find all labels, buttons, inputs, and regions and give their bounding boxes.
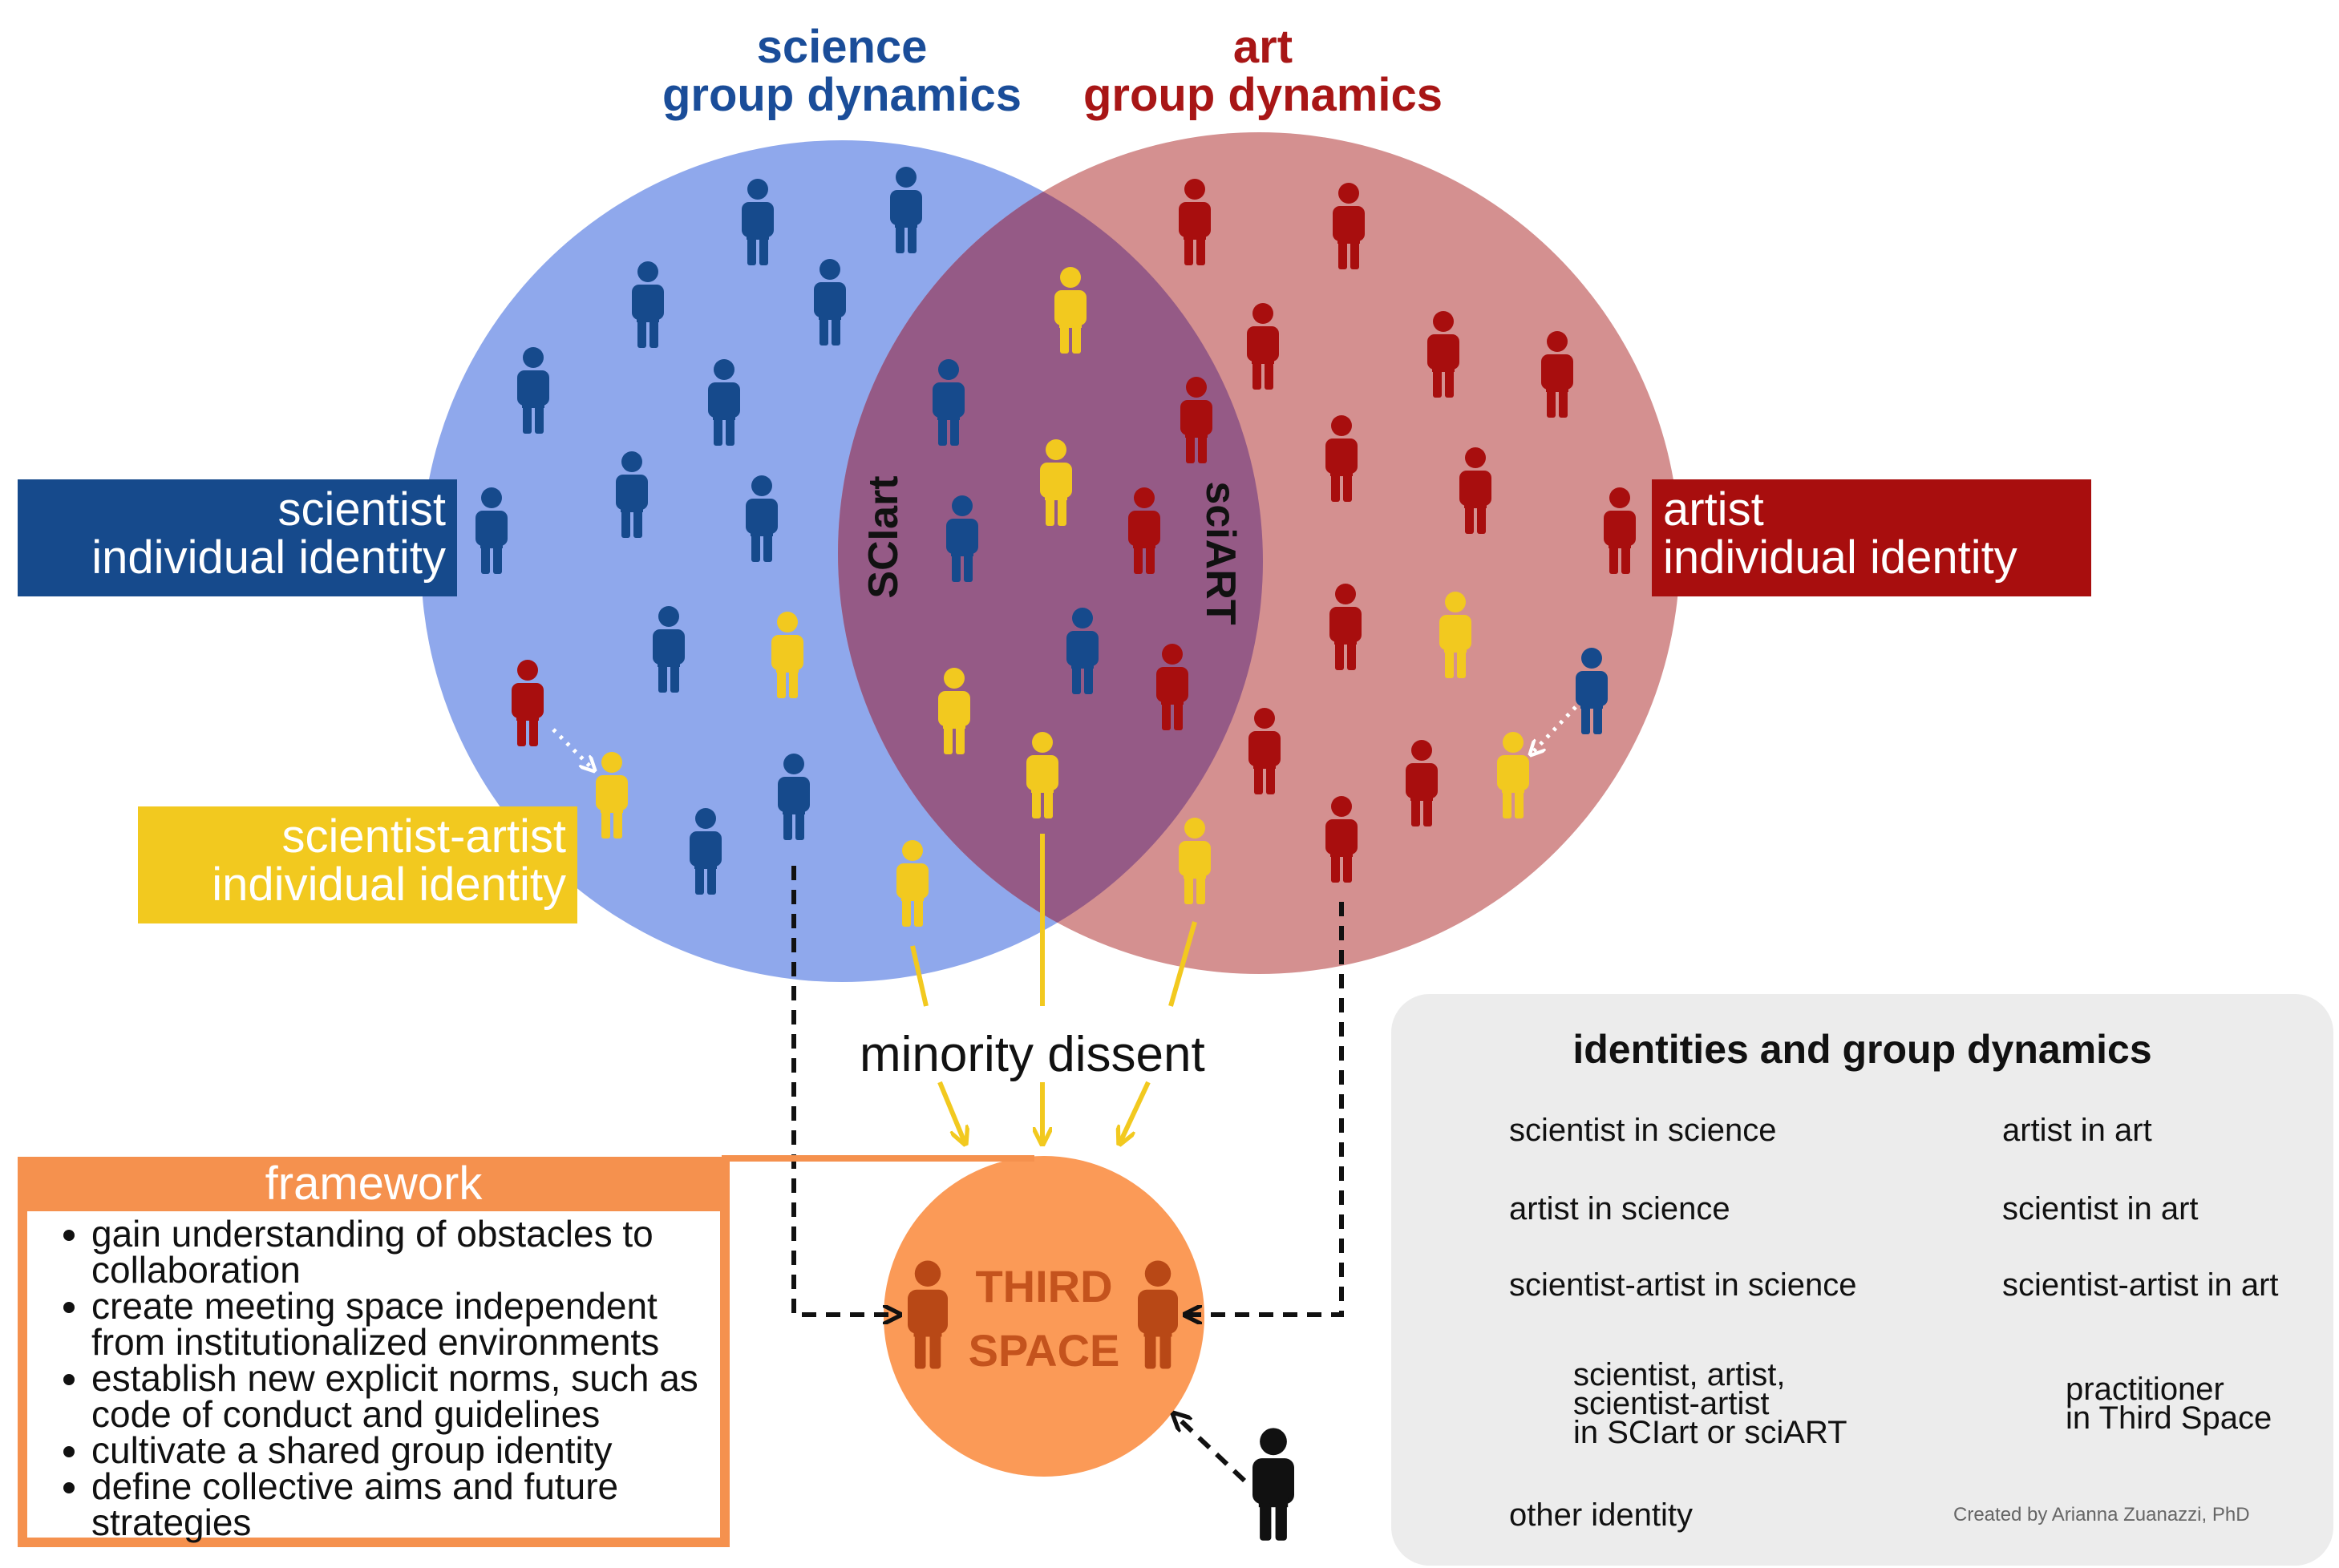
legend-panel: identities and group dynamics xyxy=(1391,994,2333,1566)
third-space-line2: SPACE xyxy=(968,1325,1120,1376)
other-identity-person xyxy=(1252,1428,1294,1541)
legend-label-sci-in-art: scientist in art xyxy=(2002,1191,2199,1227)
third-space-label: THIRD SPACE xyxy=(924,1255,1164,1383)
framework-item: cultivate a shared group identity xyxy=(91,1432,712,1469)
legend-overlap-line3: in SCIart or sciART xyxy=(1573,1415,1847,1450)
legend-label-overlap: scientist, artist, scientist-artist in S… xyxy=(1573,1357,1847,1450)
scientist-artist-identity-line1: scientist-artist xyxy=(281,810,566,863)
science-title: science group dynamics xyxy=(617,24,1066,119)
legend-label-other: other identity xyxy=(1509,1497,1694,1533)
framework-item: gain understanding of obstacles to colla… xyxy=(91,1215,712,1288)
art-title-line2: group dynamics xyxy=(1083,69,1443,121)
sciart-right-label: sciART xyxy=(1197,481,1244,625)
framework-item: define collective aims and future strate… xyxy=(91,1468,712,1541)
framework-title: framework xyxy=(265,1158,483,1210)
legend-label-art-in-sci: artist in science xyxy=(1509,1191,1730,1227)
legend-third-line1: practitioner xyxy=(2066,1372,2224,1407)
legend-label-third-space: practitioner in Third Space xyxy=(2066,1372,2272,1436)
scientist-identity-line2: individual identity xyxy=(91,531,446,584)
legend-label-sa-in-art: scientist-artist in art xyxy=(2002,1267,2279,1303)
scientist-identity-line1: scientist xyxy=(277,483,446,535)
framework-item: create meeting space independent from in… xyxy=(91,1287,712,1360)
artist-identity-label: artist individual identity xyxy=(1652,479,2091,596)
credit-text: Created by Arianna Zuanazzi, PhD xyxy=(1953,1504,2250,1526)
scientist-identity-label: scientist individual identity xyxy=(18,479,457,596)
legend-label-sci-in-sci: scientist in science xyxy=(1509,1113,1777,1148)
dissent-line xyxy=(1168,921,1197,1007)
legend-overlap-line1: scientist, artist, xyxy=(1573,1357,1786,1392)
scientist-artist-identity-line2: individual identity xyxy=(212,859,566,911)
artist-identity-line1: artist xyxy=(1663,483,1764,535)
dissent-arrow xyxy=(1120,1081,1151,1142)
framework-list-panel: gain understanding of obstacles to colla… xyxy=(27,1211,720,1541)
third-space-line1: THIRD xyxy=(975,1261,1113,1311)
sciart-left-label: SCIart xyxy=(860,475,907,599)
legend-overlap-line2: scientist-artist xyxy=(1573,1386,1770,1421)
art-title-line1: art xyxy=(1232,21,1293,73)
artist-identity-line2: individual identity xyxy=(1663,531,2017,584)
science-title-line1: science xyxy=(756,21,928,73)
art-title: art group dynamics xyxy=(1038,24,1487,119)
framework-item: establish new explicit norms, such as co… xyxy=(91,1360,712,1433)
third-space-circle xyxy=(884,1156,1204,1477)
legend-label-sa-in-sci: scientist-artist in science xyxy=(1509,1267,1857,1303)
scientist-artist-identity-label: scientist-artist individual identity xyxy=(138,806,577,923)
legend-title: identities and group dynamics xyxy=(1572,1027,2152,1072)
legend-label-art-in-art: artist in art xyxy=(2002,1113,2152,1148)
dissent-line xyxy=(910,945,929,1007)
other-to-third-space-path xyxy=(1175,1415,1247,1483)
dissent-arrow xyxy=(937,1081,965,1142)
minority-dissent-label: minority dissent xyxy=(860,1027,1205,1082)
framework-box: framework gain understanding of obstacle… xyxy=(18,1157,730,1547)
legend-third-line2: in Third Space xyxy=(2066,1400,2272,1436)
conversion-arrow xyxy=(1532,705,1577,754)
art-to-third-space-path xyxy=(1187,902,1344,1315)
framework-list: gain understanding of obstacles to colla… xyxy=(43,1215,712,1541)
science-to-third-space-path xyxy=(791,866,898,1315)
science-title-line2: group dynamics xyxy=(662,69,1022,121)
